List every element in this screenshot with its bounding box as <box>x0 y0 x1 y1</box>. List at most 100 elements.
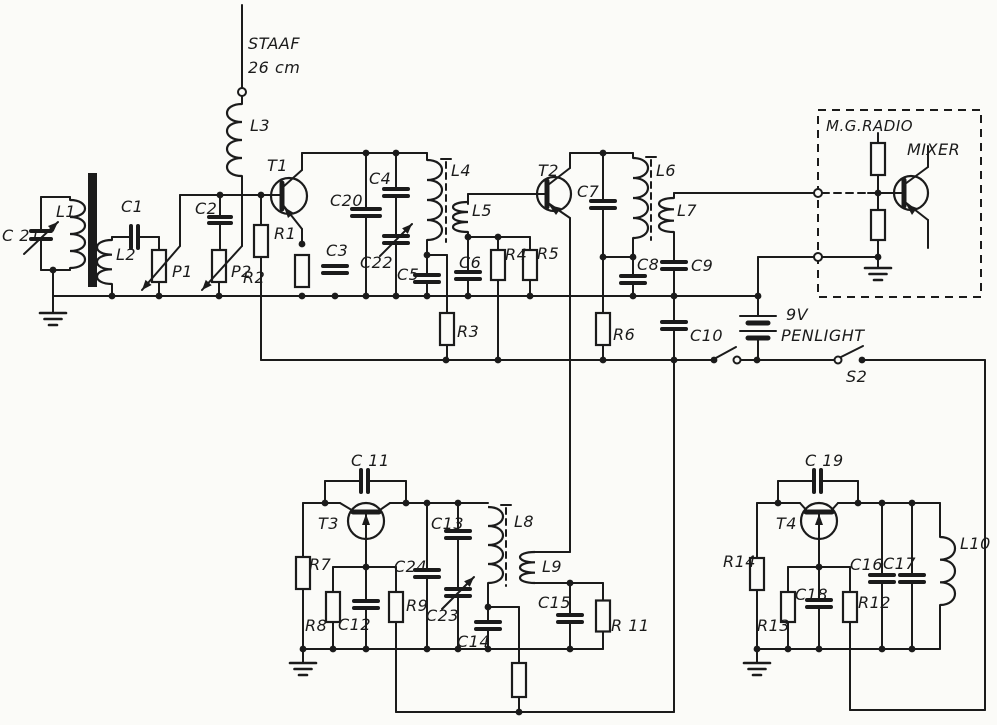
label-C19: C 19 <box>805 451 844 470</box>
label-MGRADIO: M.G.RADIO <box>826 117 913 135</box>
label-C9: C9 <box>691 256 713 275</box>
junction-dot <box>815 645 823 653</box>
junction-dot <box>298 240 306 248</box>
label-L2: L2 <box>116 245 136 264</box>
arrow-head-icon <box>464 577 474 587</box>
coil-L8 <box>487 505 505 585</box>
coil-L9 <box>518 550 536 585</box>
junction-dot <box>494 356 502 364</box>
label-26cm: 26 cm <box>248 58 300 77</box>
transistor-lead-mixer-transistor <box>904 201 929 221</box>
junction-dot <box>423 251 431 259</box>
label-C22: C22 <box>360 253 393 272</box>
label-C18: C18 <box>795 585 828 604</box>
label-C23: C23 <box>426 606 459 625</box>
junction-dot <box>599 149 607 157</box>
junction-dot <box>854 499 862 507</box>
junction-dot <box>423 645 431 653</box>
resistor-R3 <box>438 311 456 347</box>
coil-L1 <box>69 198 87 270</box>
label-C15: C15 <box>538 593 571 612</box>
label-L8: L8 <box>514 512 534 531</box>
label-L5: L5 <box>472 201 492 220</box>
terminal-circle <box>237 87 247 97</box>
coil-L7 <box>657 196 675 234</box>
junction-dot <box>670 292 678 300</box>
junction-dot <box>815 563 823 571</box>
label-C16: C16 <box>850 555 883 574</box>
junction-dot <box>670 356 678 364</box>
label-L10: L10 <box>960 534 991 553</box>
junction-dot <box>874 253 882 261</box>
junction-dot <box>484 645 492 653</box>
emitter-arrow-icon <box>815 514 823 525</box>
junction-dot <box>392 292 400 300</box>
junction-dot <box>155 292 163 300</box>
label-C11: C 11 <box>351 451 390 470</box>
resistor-R11 <box>594 599 612 633</box>
coil-L4 <box>426 158 444 242</box>
label-L6: L6 <box>656 161 676 180</box>
label-P1: P1 <box>172 262 193 281</box>
junction-dot <box>442 356 450 364</box>
junction-dot <box>526 292 534 300</box>
label-R13: R13 <box>757 616 790 635</box>
label-C14: C14 <box>457 632 490 651</box>
junction-dot <box>454 499 462 507</box>
label-MIXER: MIXER <box>907 140 960 159</box>
label-C17: C17 <box>883 554 916 573</box>
label-C12: C12 <box>338 615 371 634</box>
label-PENLIGHT: PENLIGHT <box>781 326 865 345</box>
label-R7: R7 <box>309 555 332 574</box>
transistor-lead-T3 <box>376 502 391 513</box>
junction-dot <box>753 356 761 364</box>
label-P2: P2 <box>231 262 252 281</box>
arrow-head-icon <box>142 279 152 290</box>
label-C5: C5 <box>397 265 419 284</box>
label-STAAF: STAAF <box>248 34 300 53</box>
junction-dot <box>215 292 223 300</box>
arrow-head-icon <box>402 224 412 234</box>
junction-dot <box>599 356 607 364</box>
junction-dot <box>362 563 370 571</box>
junction-dot <box>874 189 882 197</box>
label-R12: R12 <box>858 593 891 612</box>
label-C8: C8 <box>637 255 659 274</box>
junction-dot <box>878 645 886 653</box>
coil-L2 <box>95 238 113 286</box>
junction-dot <box>49 266 57 274</box>
junction-dot <box>908 645 916 653</box>
junction-dot <box>321 499 329 507</box>
junction-dot <box>629 292 637 300</box>
junction-dot <box>774 499 782 507</box>
transistor-lead-T2 <box>547 167 571 186</box>
label-C10: C10 <box>690 326 723 345</box>
resistor-R14 <box>748 556 766 592</box>
label-T1: T1 <box>267 156 288 175</box>
emitter-arrow-icon <box>284 207 294 218</box>
coil-L5 <box>451 200 469 234</box>
junction-dot <box>754 292 762 300</box>
mg-radio-dashed-box <box>817 109 982 298</box>
label-R6: R6 <box>613 325 635 344</box>
label-S2: S2 <box>846 367 867 386</box>
label-C13: C13 <box>431 514 464 533</box>
junction-dot <box>216 191 224 199</box>
label-9V: 9V <box>786 305 809 324</box>
resistor-R6 <box>594 311 612 347</box>
junction-dot <box>566 645 574 653</box>
transistor-lead-T3 <box>339 502 356 513</box>
label-R3: R3 <box>457 322 479 341</box>
coil-L3 <box>225 102 243 178</box>
label-C2: C2 <box>195 199 217 218</box>
resistor-R8 <box>324 590 342 624</box>
label-C7: C7 <box>577 182 600 201</box>
label-R4: R4 <box>505 245 527 264</box>
resistor-R2 <box>293 253 311 289</box>
junction-dot <box>484 603 492 611</box>
resistor-R9 <box>387 590 405 624</box>
junction-dot <box>331 292 339 300</box>
label-C6: C6 <box>459 253 481 272</box>
junction-dot <box>878 499 886 507</box>
